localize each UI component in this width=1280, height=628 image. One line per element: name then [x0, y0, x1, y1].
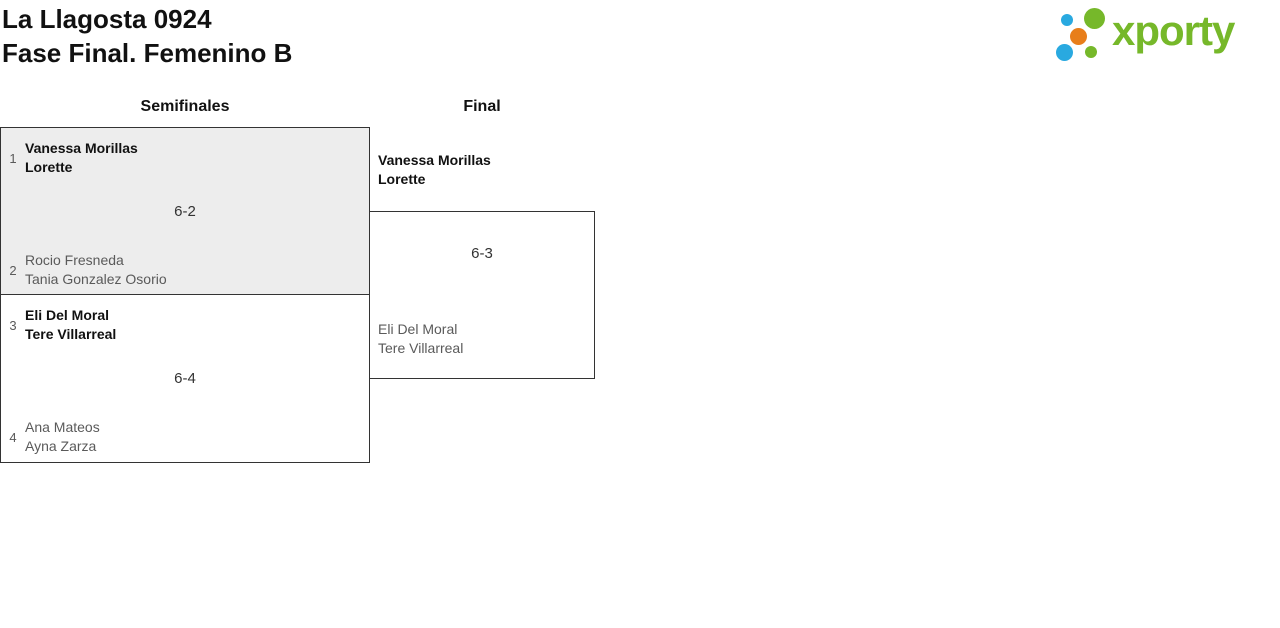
- page-title: La Llagosta 0924 Fase Final. Femenino B: [2, 2, 292, 70]
- phase-name: Fase Final. Femenino B: [2, 38, 293, 68]
- match-box-final: Vanessa Morillas Lorette 6-3 Eli Del Mor…: [369, 152, 595, 379]
- logo-dot-blue-large-icon: [1056, 44, 1073, 61]
- team-row: 1 Vanessa Morillas Lorette: [5, 139, 138, 177]
- player-name: Tania Gonzalez Osorio: [25, 271, 167, 287]
- logo-dot-orange-icon: [1070, 28, 1087, 45]
- player-name: Ayna Zarza: [25, 438, 97, 454]
- player-name: Lorette: [378, 171, 426, 187]
- team-row: 2 Rocio Fresneda Tania Gonzalez Osorio: [5, 251, 167, 289]
- match-score: 6-4: [174, 370, 196, 387]
- xporty-logo-text: xporty: [1112, 7, 1235, 54]
- player-name: Rocio Fresneda: [25, 252, 124, 268]
- seed-number: 2: [9, 262, 17, 278]
- xporty-logo[interactable]: xporty: [1050, 0, 1280, 70]
- seed-number: 3: [9, 317, 17, 333]
- player-name: Tere Villarreal: [25, 326, 117, 342]
- team-names: Rocio Fresneda Tania Gonzalez Osorio: [25, 251, 167, 289]
- player-name: Vanessa Morillas: [378, 152, 491, 168]
- logo-dot-green-large-icon: [1084, 8, 1105, 29]
- logo-dot-green-small-icon: [1085, 46, 1097, 58]
- player-name: Eli Del Moral: [378, 321, 458, 337]
- team-row: 4 Ana Mateos Ayna Zarza: [5, 418, 100, 456]
- round-header-final: Final: [463, 98, 501, 115]
- seed-number: 4: [9, 429, 17, 445]
- round-header-semifinales: Semifinales: [140, 98, 230, 115]
- team-names: Eli Del Moral Tere Villarreal: [25, 306, 116, 344]
- match-box-semifinal-2: 3 Eli Del Moral Tere Villarreal 6-4 4 An…: [0, 295, 370, 463]
- team-names: Vanessa Morillas Lorette: [25, 139, 138, 177]
- team-row: 3 Eli Del Moral Tere Villarreal: [5, 306, 116, 344]
- player-name: Lorette: [25, 159, 73, 175]
- team-names: Eli Del Moral Tere Villarreal: [378, 320, 463, 358]
- logo-dot-blue-small-icon: [1061, 14, 1073, 26]
- player-name: Tere Villarreal: [378, 340, 464, 356]
- player-name: Ana Mateos: [25, 419, 100, 435]
- match-score: 6-3: [471, 245, 493, 262]
- team-names: Ana Mateos Ayna Zarza: [25, 418, 100, 456]
- match-box-semifinal-1: 1 Vanessa Morillas Lorette 6-2 2 Rocio F…: [0, 127, 370, 295]
- tournament-name: La Llagosta 0924: [2, 4, 212, 34]
- player-name: Eli Del Moral: [25, 307, 110, 323]
- team-names: Vanessa Morillas Lorette: [378, 151, 491, 189]
- match-score: 6-2: [174, 203, 196, 220]
- player-name: Vanessa Morillas: [25, 140, 138, 156]
- seed-number: 1: [9, 150, 17, 166]
